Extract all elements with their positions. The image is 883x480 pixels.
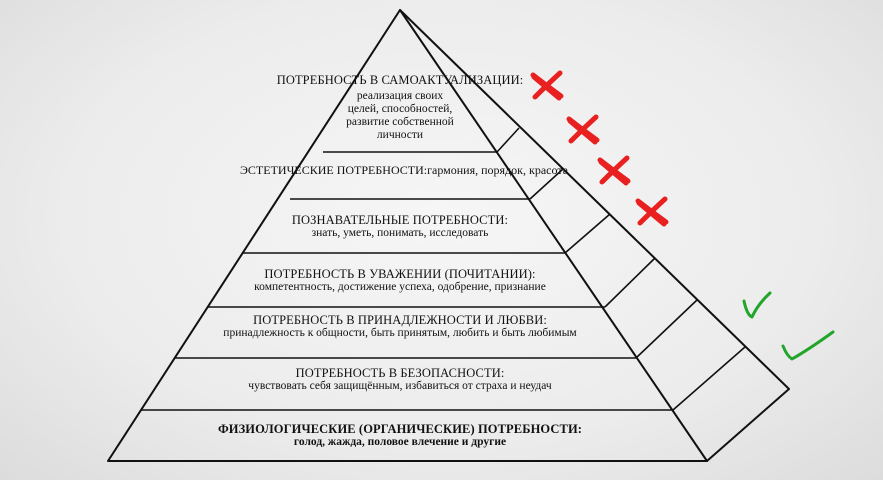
level-title: ПОТРЕБНОСТЬ В САМОАКТУАЛИЗАЦИИ: [276,73,524,87]
level-dividers [141,127,746,411]
hand-drawn-marks [530,70,835,361]
side-divider-1 [496,127,520,153]
level-title: ФИЗИОЛОГИЧЕСКИЕ (ОРГАНИЧЕСКИЕ) ПОТРЕБНОС… [217,422,583,436]
red-cross-mark-cognitive [597,155,631,186]
level-title: ПОЗНАВАТЕЛЬНЫЕ ПОТРЕБНОСТИ: [291,213,509,227]
level-description: компетентность, достижение успеха, одобр… [254,281,546,293]
level-cognitive: ПОЗНАВАТЕЛЬНЫЕ ПОТРЕБНОСТИ: знать, уметь… [240,213,560,240]
level-description: знать, уметь, понимать, исследовать [311,227,489,239]
level-desc-line: личности [376,128,424,141]
level-desc-line: реализация своих [356,90,444,102]
red-cross-mark-esteem [635,196,669,227]
side-divider-6 [672,346,746,411]
level-title: ПОТРЕБНОСТЬ В ПРИНАДЛЕЖНОСТИ И ЛЮБВИ: [253,313,547,327]
side-divider-5 [635,299,698,359]
level-desc-line: развитие собственной [346,115,454,128]
level-description: гармония, порядок, красота [427,163,569,177]
level-aesthetic: ЭСТЕТИЧЕСКИЕ ПОТРЕБНОСТИ:гармония, поряд… [240,163,568,178]
level-title: ПОТРЕБНОСТЬ В УВАЖЕНИИ (ПОЧИТАНИИ): [264,267,536,281]
level-description: чувствовать себя защищённым, избавиться … [248,380,552,392]
level-self-actualization: ПОТРЕБНОСТЬ В САМОАКТУАЛИЗАЦИИ: реализац… [260,73,540,142]
side-divider-4 [604,257,656,308]
level-title: ЭСТЕТИЧЕСКИЕ ПОТРЕБНОСТИ: [240,163,428,177]
level-description: принадлежность к общности, быть принятым… [223,327,577,339]
pyramid-front-face [107,9,708,462]
side-divider-2 [529,168,564,200]
green-check-mark-safety [781,330,835,361]
level-belonging: ПОТРЕБНОСТЬ В ПРИНАДЛЕЖНОСТИ И ЛЮБВИ: пр… [195,313,605,340]
level-desc-line: целей, способностей, [347,102,453,115]
pyramid-side-face [399,9,790,462]
level-esteem: ПОТРЕБНОСТЬ В УВАЖЕНИИ (ПОЧИТАНИИ): комп… [215,267,585,294]
side-divider-3 [564,213,611,254]
green-check-mark-belonging [742,291,772,319]
level-description: голод, жажда, половое влечение и другие [293,436,507,448]
level-safety: ПОТРЕБНОСТЬ В БЕЗОПАСНОСТИ: чувствовать … [190,366,610,393]
pyramid-outline [107,9,790,462]
red-cross-mark-aesthetic [566,114,600,145]
level-title: ПОТРЕБНОСТЬ В БЕЗОПАСНОСТИ: [295,366,505,380]
level-physiological: ФИЗИОЛОГИЧЕСКИЕ (ОРГАНИЧЕСКИЕ) ПОТРЕБНОС… [180,422,620,449]
red-cross-mark-self-actualization [530,70,564,101]
